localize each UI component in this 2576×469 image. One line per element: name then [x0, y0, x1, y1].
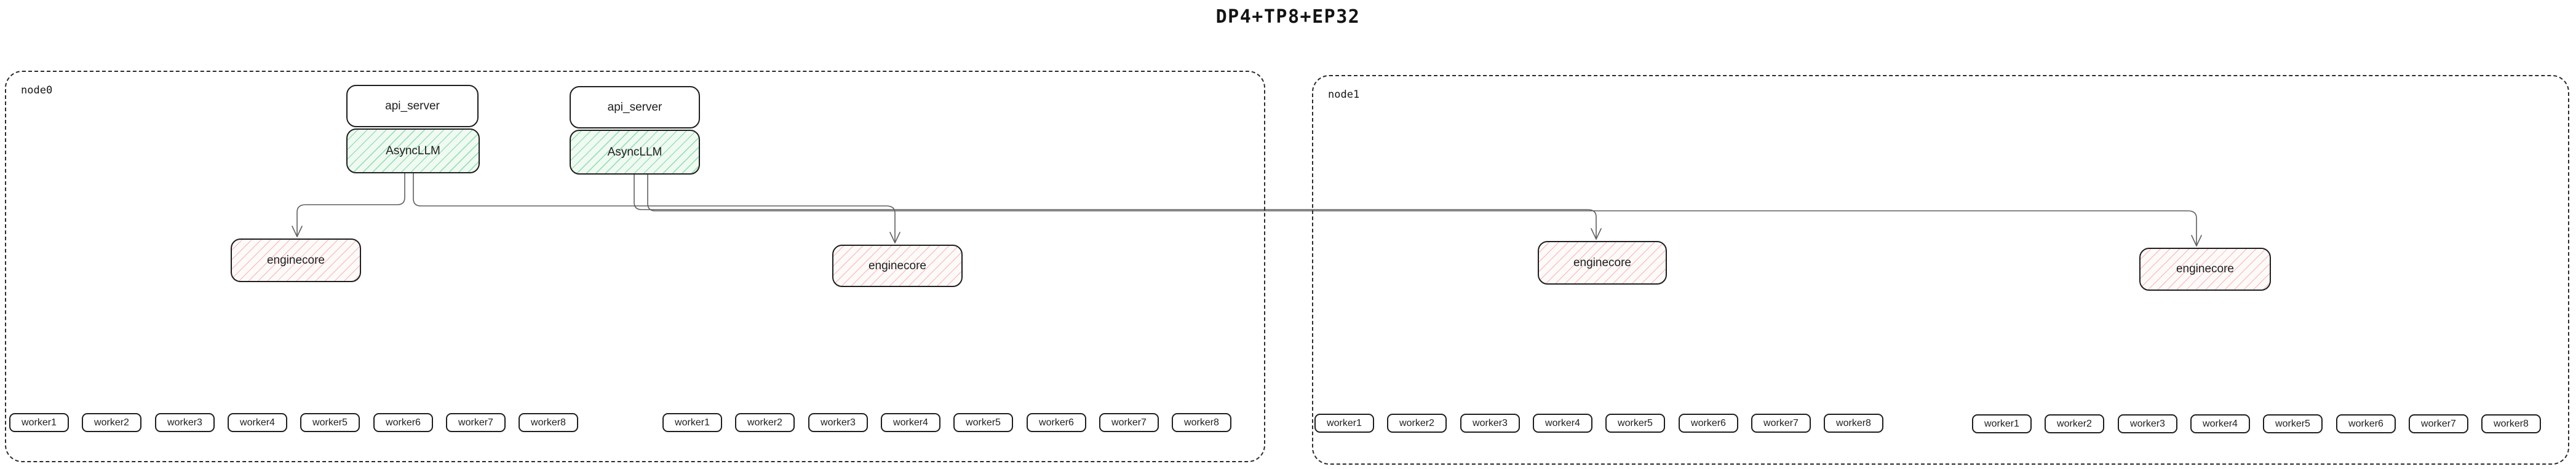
worker-box: worker8 — [2481, 414, 2541, 433]
worker-box: worker5 — [953, 413, 1013, 432]
enginecore-box: enginecore — [1538, 241, 1667, 285]
worker-label: worker1 — [22, 417, 57, 428]
worker-box: worker7 — [1099, 413, 1159, 432]
worker-box: worker4 — [2190, 414, 2250, 433]
worker-label: worker2 — [94, 417, 129, 428]
worker-label: worker1 — [1984, 418, 2019, 429]
worker-box: worker5 — [300, 413, 360, 432]
worker-box: worker8 — [1172, 413, 1231, 432]
worker-label: worker7 — [1111, 417, 1147, 428]
worker-label: worker6 — [386, 417, 421, 428]
worker-box: worker2 — [1387, 414, 1447, 433]
worker-box: worker2 — [82, 413, 141, 432]
worker-box: worker2 — [735, 413, 795, 432]
enginecore-box: enginecore — [231, 238, 361, 282]
worker-label: worker2 — [2057, 418, 2092, 429]
worker-box: worker3 — [155, 413, 215, 432]
api-server-2-label: api_server — [607, 100, 662, 114]
diagram-title: DP4+TP8+EP32 — [1215, 6, 1361, 28]
worker-label: worker4 — [240, 417, 275, 428]
asyncllm-1-label: AsyncLLM — [386, 144, 440, 157]
worker-box: worker3 — [2118, 414, 2177, 433]
worker-label: worker5 — [2275, 418, 2310, 429]
worker-box: worker4 — [228, 413, 287, 432]
node0-label: node0 — [21, 84, 53, 97]
worker-box: worker1 — [1972, 414, 2032, 433]
node-box-node0: node0 — [5, 71, 1265, 462]
worker-box: worker6 — [1027, 413, 1086, 432]
worker-box: worker5 — [1605, 414, 1665, 433]
worker-box: worker4 — [881, 413, 940, 432]
worker-label: worker1 — [1327, 417, 1362, 428]
worker-box: worker6 — [373, 413, 433, 432]
worker-label: worker2 — [1399, 417, 1434, 428]
enginecore-box: enginecore — [2139, 248, 2271, 291]
api-server-box-1: api_server — [346, 85, 479, 127]
worker-box: worker5 — [2263, 414, 2323, 433]
worker-label: worker8 — [2494, 418, 2529, 429]
node1-label: node1 — [1328, 89, 1360, 101]
worker-label: worker3 — [1473, 417, 1508, 428]
worker-label: worker5 — [312, 417, 348, 428]
worker-label: worker3 — [821, 417, 856, 428]
worker-box: worker3 — [1460, 414, 1520, 433]
worker-label: worker6 — [2348, 418, 2383, 429]
enginecore-label: enginecore — [868, 259, 927, 272]
worker-label: worker8 — [1836, 417, 1871, 428]
worker-label: worker5 — [966, 417, 1001, 428]
worker-label: worker6 — [1691, 417, 1726, 428]
worker-box: worker7 — [2409, 414, 2468, 433]
worker-label: worker8 — [531, 417, 566, 428]
asyncllm-2-label: AsyncLLM — [607, 145, 662, 159]
enginecore-box: enginecore — [832, 245, 963, 287]
worker-box: worker8 — [1824, 414, 1883, 433]
worker-label: worker7 — [458, 417, 493, 428]
worker-box: worker4 — [1533, 414, 1592, 433]
asyncllm-box-2: AsyncLLM — [570, 130, 700, 175]
worker-label: worker3 — [2130, 418, 2165, 429]
worker-label: worker4 — [893, 417, 928, 428]
worker-label: worker1 — [675, 417, 710, 428]
worker-label: worker5 — [1618, 417, 1653, 428]
worker-box: worker2 — [2045, 414, 2104, 433]
worker-box: worker6 — [1679, 414, 1738, 433]
worker-label: worker7 — [1763, 417, 1799, 428]
worker-box: worker7 — [1751, 414, 1811, 433]
worker-label: worker4 — [1545, 417, 1580, 428]
worker-box: worker1 — [662, 413, 722, 432]
worker-box: worker1 — [9, 413, 69, 432]
worker-label: worker6 — [1039, 417, 1074, 428]
asyncllm-box-1: AsyncLLM — [346, 128, 480, 173]
worker-label: worker2 — [747, 417, 782, 428]
worker-label: worker7 — [2421, 418, 2456, 429]
enginecore-label: enginecore — [266, 253, 325, 267]
api-server-1-label: api_server — [385, 99, 440, 112]
api-server-box-2: api_server — [570, 86, 700, 128]
worker-box: worker6 — [2336, 414, 2396, 433]
node-box-node1: node1 — [1312, 75, 2569, 465]
worker-box: worker7 — [446, 413, 506, 432]
enginecore-label: enginecore — [1573, 256, 1632, 269]
worker-box: worker1 — [1314, 414, 1374, 433]
worker-label: worker3 — [167, 417, 202, 428]
worker-label: worker4 — [2203, 418, 2238, 429]
worker-box: worker8 — [519, 413, 578, 432]
worker-box: worker3 — [808, 413, 868, 432]
enginecore-label: enginecore — [2176, 262, 2235, 275]
worker-label: worker8 — [1184, 417, 1219, 428]
